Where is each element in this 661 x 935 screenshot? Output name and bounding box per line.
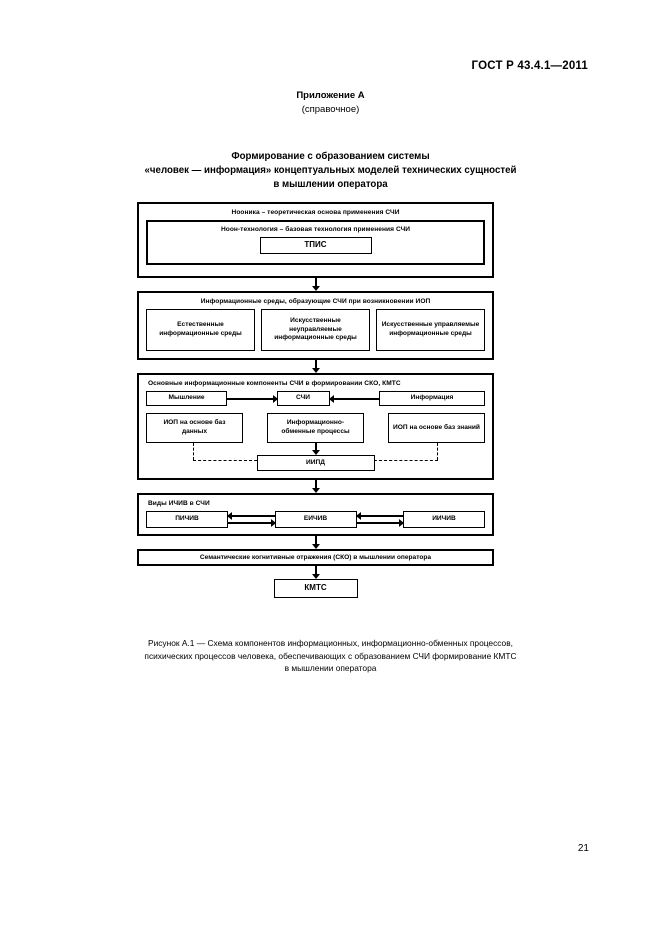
arrow-exchange-to-iipd [311, 443, 320, 455]
page-number: 21 [577, 843, 589, 854]
box-artificial-unmanaged-info-environments: Искусственные неуправляемые информационн… [261, 309, 370, 351]
box-information: Информация [379, 391, 485, 406]
caption-line-3: в мышлении оператора [284, 663, 377, 674]
box-shi: СЧИ [276, 391, 330, 406]
box-eichiv: ЕИЧИВ [274, 511, 357, 528]
group3-row-3: ИИПД [146, 443, 485, 474]
dashed-line-left-horizontal [193, 460, 303, 461]
box-info-exchange-processes: Информационно-обменные процессы [267, 413, 364, 443]
box-tpis: ТПИС [259, 237, 372, 254]
double-arrow-pichiv-eichiv [227, 512, 276, 527]
group6-row: КМТС [137, 579, 494, 598]
group1-core-row: ТПИС [154, 237, 477, 254]
group3-row-2: ИОП на основе баз данных Информационно-о… [146, 413, 485, 443]
group4-box-row: ПИЧИВ ЕИЧИВ ИИЧИВ [146, 511, 485, 528]
caption-line-1: Рисунок А.1 — Схема компонентов информац… [147, 638, 513, 648]
group2-title: Информационные среды, образующие СЧИ при… [200, 298, 431, 305]
figure-title-line-2: «человек — информация» концептуальных мо… [144, 165, 517, 177]
arrow-line [356, 515, 403, 517]
arrow-head-down-icon [311, 368, 320, 373]
annex-heading: Приложение А (справочное) [0, 89, 661, 117]
connector-line [314, 278, 317, 288]
flow-diagram: Нооника – теоретическая основа применени… [137, 202, 494, 598]
diagram-group-noonika: Нооника – теоретическая основа применени… [137, 202, 494, 278]
arrow-head-left-icon [227, 512, 232, 520]
figure-caption: Рисунок А.1 — Схема компонентов информац… [64, 637, 597, 675]
figure-title-line-3: в мышлении оператора [273, 179, 388, 191]
box-iop-knowledgebases: ИОП на основе баз знаний [388, 413, 485, 443]
box-sko-operator-thinking: Семантические когнитивные отражения (СКО… [137, 549, 494, 566]
connector-line [314, 566, 317, 576]
connector-line [314, 480, 317, 490]
arrow-head-left-icon [355, 512, 361, 520]
box-iichiv: ИИЧИВ [403, 511, 485, 528]
box-iop-databases: ИОП на основе баз данных [146, 413, 243, 443]
arrow-head-down-icon [311, 286, 320, 291]
diagram-group-info-environments: Информационные среды, образующие СЧИ при… [137, 291, 494, 360]
box-natural-info-environments: Естественные информационные среды [146, 309, 255, 351]
connector-group5-to-kmts [137, 566, 494, 579]
arrow-thinking-to-shi [227, 394, 277, 403]
figure-title-line-1: Формирование с образованием системы [231, 151, 430, 162]
arrow-line [356, 522, 403, 524]
box-pichiv: ПИЧИВ [146, 511, 228, 528]
arrow-line [228, 515, 275, 517]
arrow-head-down-icon [311, 488, 320, 493]
arrow-information-to-shi [328, 394, 379, 403]
group1-inner-title: Ноон-технология – базовая технология при… [220, 226, 411, 233]
standard-code-header: ГОСТ Р 43.4.1—2011 [471, 60, 588, 72]
connector-group4-to-group5 [137, 536, 494, 549]
box-iipd: ИИПД [256, 455, 375, 471]
annex-title: Приложение А [296, 90, 365, 101]
group4-title: Виды ИЧИВ в СЧИ [148, 500, 210, 507]
group3-title: Основные информационные компоненты СЧИ в… [148, 380, 401, 387]
arrow-head-down-icon [311, 574, 320, 579]
connector-group3-to-group4 [137, 480, 494, 493]
connector-group2-to-group3 [137, 360, 494, 373]
arrow-head-right-icon [399, 519, 404, 527]
group3-row-1: Мышление СЧИ Информация [146, 391, 485, 406]
dashed-line-right-vertical [437, 443, 438, 460]
double-arrow-eichiv-iichiv [355, 512, 404, 527]
diagram-group-ichiv-types: Виды ИЧИВ в СЧИ ПИЧИВ ЕИЧИВ ИИЧИВ [137, 493, 494, 536]
group2-box-row: Естественные информационные среды Искусс… [146, 309, 485, 351]
caption-line-2: психических процессов человека, обеспечи… [144, 650, 517, 661]
diagram-group-main-components: Основные информационные компоненты СЧИ в… [137, 373, 494, 480]
dashed-line-right-horizontal [328, 460, 438, 461]
connector-line [314, 360, 317, 370]
dashed-line-left-vertical [193, 443, 194, 460]
box-thinking: Мышление [146, 391, 227, 406]
annex-subtitle: (справочное) [301, 104, 360, 115]
connector-group1-to-group2 [137, 278, 494, 291]
box-artificial-managed-info-environments: Искусственные управляемые информационные… [376, 309, 485, 351]
connector-line [314, 536, 317, 546]
group1-title: Нооника – теоретическая основа применени… [231, 209, 400, 216]
arrow-head-down-icon [311, 544, 320, 549]
arrow-head-right-icon [270, 519, 276, 527]
box-kmts: КМТС [273, 579, 358, 598]
arrow-line [228, 522, 275, 524]
figure-main-title: Формирование с образованием системы «чел… [60, 150, 601, 193]
group1-inner-frame: Ноон-технология – базовая технология при… [146, 220, 485, 265]
